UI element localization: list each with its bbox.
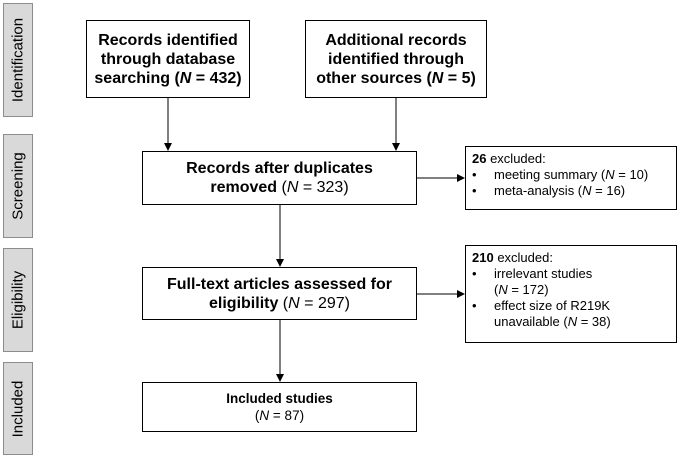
box-included-studies: Included studies (N = 87) — [142, 382, 417, 432]
list-item: meta-analysis (N = 16) — [472, 183, 670, 199]
box-fulltext-assessed: Full-text articles assessed for eligibil… — [142, 267, 417, 320]
fulltext-line1: Full-text articles assessed for — [167, 275, 392, 293]
screening-excluded-header: 26 excluded: — [472, 151, 546, 166]
after-duplicates-line2: removed (N = 323) — [210, 179, 349, 196]
box-database-records: Records identified through database sear… — [86, 20, 250, 98]
phase-identification: Identification — [3, 3, 33, 117]
db-records-line1: Records identified — [98, 31, 238, 49]
after-duplicates-line1: Records after duplicates — [186, 160, 373, 177]
box-screening-excluded: 26 excluded: meeting summary (N = 10) me… — [465, 146, 677, 210]
phase-screening: Screening — [3, 134, 33, 238]
box-other-records: Additional records identified through ot… — [305, 20, 487, 98]
db-records-line2: through database — [100, 50, 236, 68]
fulltext-line2: eligibility (N = 297) — [209, 294, 350, 312]
list-item: meeting summary (N = 10) — [472, 167, 670, 183]
eligibility-excluded-header: 210 excluded: — [472, 250, 553, 265]
phase-eligibility: Eligibility — [3, 248, 33, 352]
screening-excluded-list: meeting summary (N = 10) meta-analysis (… — [472, 167, 670, 199]
list-item: irrelevant studies (N = 172) — [472, 266, 670, 298]
box-eligibility-excluded: 210 excluded: irrelevant studies (N = 17… — [465, 245, 677, 343]
list-item: effect size of R219K unavailable (N = 38… — [472, 298, 670, 330]
phase-included: Included — [3, 362, 33, 455]
db-records-line3: searching (N = 432) — [94, 69, 242, 87]
other-records-line2: identified through — [328, 50, 464, 68]
eligibility-excluded-list: irrelevant studies (N = 172) effect size… — [472, 266, 670, 330]
included-line1: Included studies — [226, 391, 333, 406]
included-line2: (N = 87) — [254, 408, 305, 423]
other-records-line1: Additional records — [325, 31, 467, 49]
box-after-duplicates: Records after duplicates removed (N = 32… — [142, 151, 417, 205]
other-records-line3: other sources (N = 5) — [316, 69, 476, 87]
